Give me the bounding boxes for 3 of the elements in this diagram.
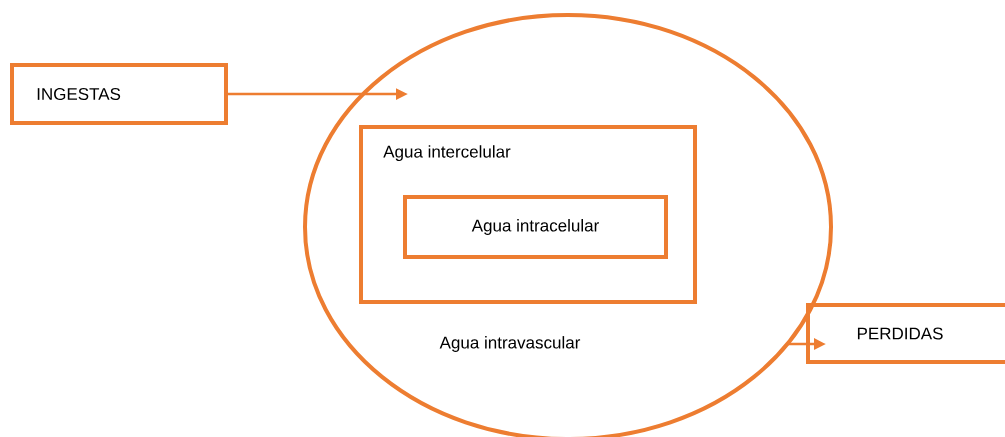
text-box: INGESTAS (10, 63, 228, 125)
text-box: Agua intracelular (403, 195, 668, 259)
text-box: PERDIDAS (806, 303, 1005, 364)
